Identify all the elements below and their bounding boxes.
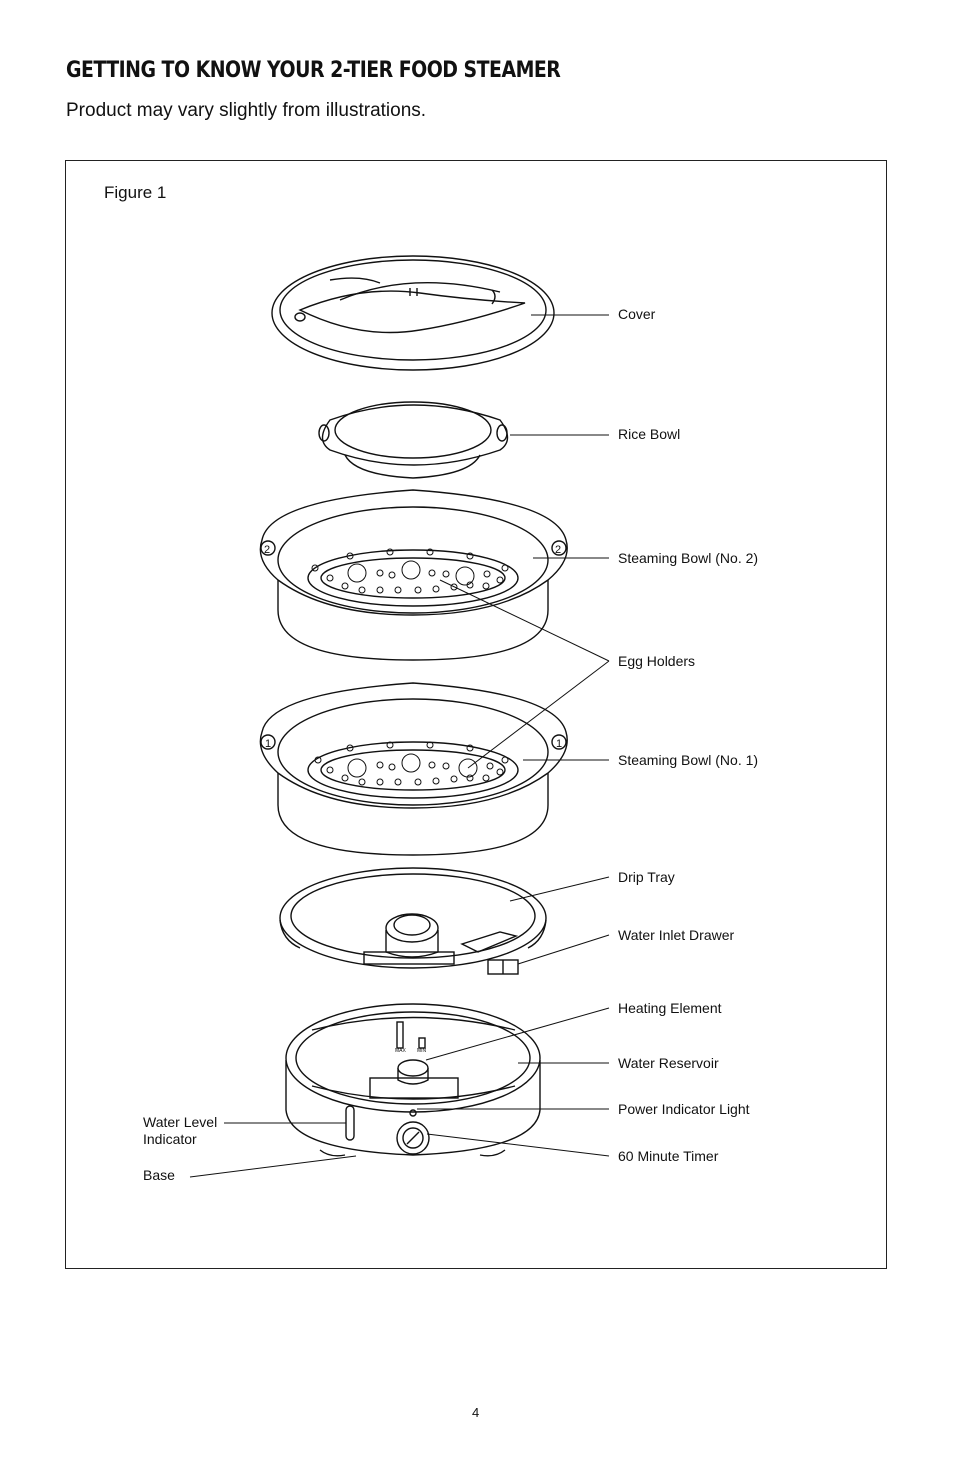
reservoir-max-mark: MAX — [395, 1048, 406, 1054]
cover-illustration — [271, 255, 555, 371]
page-number: 4 — [472, 1405, 480, 1420]
bowl-2-marker-right: 2 — [555, 544, 562, 556]
callout-steaming-bowl-2: Steaming Bowl (No. 2) — [618, 550, 759, 566]
callout-water-inlet-drawer: Water Inlet Drawer — [618, 927, 735, 943]
callout-base: Base — [143, 1167, 175, 1183]
figure-frame — [65, 160, 887, 1269]
page-heading: GETTING TO KNOW YOUR 2-TIER FOOD STEAMER — [66, 58, 561, 83]
page-subheading: Product may vary slightly from illustrat… — [66, 100, 427, 121]
reservoir-min-mark: MIN — [417, 1048, 427, 1054]
steaming-bowl-2-illustration — [259, 489, 568, 661]
callout-water-level-indicator: Water Level Indicator — [143, 1114, 218, 1147]
figure-label: Figure 1 — [104, 183, 167, 202]
callout-steaming-bowl-1: Steaming Bowl (No. 1) — [618, 752, 759, 768]
callout-timer: 60 Minute Timer — [618, 1148, 719, 1164]
rice-bowl-illustration — [318, 401, 509, 479]
callout-drip-tray: Drip Tray — [618, 869, 675, 885]
callout-egg-holders: Egg Holders — [618, 653, 696, 669]
base-illustration — [285, 1003, 541, 1157]
leader-lines — [189, 314, 610, 1178]
callout-rice-bowl: Rice Bowl — [618, 426, 681, 442]
steaming-bowl-1-illustration — [259, 682, 568, 856]
callout-cover: Cover — [618, 306, 656, 322]
bowl-1-marker-right: 1 — [556, 738, 563, 750]
drip-tray-illustration — [279, 867, 547, 975]
callout-heating-element: Heating Element — [618, 1000, 722, 1016]
callout-water-reservoir: Water Reservoir — [618, 1055, 719, 1071]
bowl-1-marker-left: 1 — [265, 738, 272, 750]
bowl-2-marker-left: 2 — [264, 544, 271, 556]
callout-power-indicator-light: Power Indicator Light — [618, 1101, 750, 1117]
